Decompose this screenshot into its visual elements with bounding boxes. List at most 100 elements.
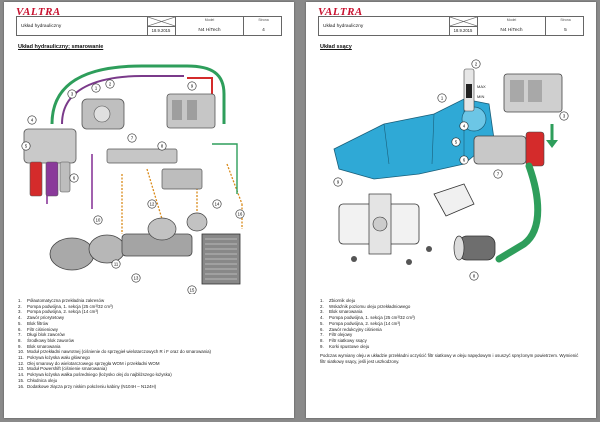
callout-marker: 11 [111,259,121,269]
brand-logo: VALTRA [16,6,61,18]
legend-item: 16.Dodatkowe złącza przy niskim położeni… [18,384,280,390]
callout-number: 14 [215,202,220,207]
legend-text: Filtr ciśnieniowy [27,326,58,332]
drain-plugs [351,246,432,265]
legend-number: 11. [18,355,24,361]
callout-marker: 6 [459,155,469,165]
legend-item: 7.Filtr olejowy [320,332,582,338]
pipe-green-2 [212,143,238,194]
page-header: Układ hydrauliczny 18.9.2015 Model N4 Hi… [318,16,584,36]
page-label: Strona [258,18,269,22]
suction-strainer [453,235,496,261]
callout-number: 7 [131,136,134,141]
page-number: 4 [262,28,265,33]
legend-item: 15.Chłodnica oleju [18,378,280,384]
legend-item: 12.Olej smarowy do wielotarczowego sprzę… [18,361,280,367]
callout-marker: 9 [187,81,197,91]
legend-text: Blok smarowania [27,343,61,349]
callout-marker: 2 [105,79,115,89]
gauge-max-label: MAX [477,84,486,89]
callout-number: 6 [463,158,466,163]
legend-number: 6. [320,326,324,332]
callout-number: 4 [31,118,34,123]
legend-text: Długi blok zaworów [27,332,65,338]
legend-item: 5.Pompa podwójna, 2. sekcja (14 cm³) [320,321,582,327]
legend-item: 7.Długi blok zaworów [18,332,280,338]
legend-text: Filtr siatkowy ssący [329,337,367,343]
legend-number: 1. [320,298,324,303]
header-title: Układ hydrauliczny [21,24,62,29]
callout-number: 9 [337,180,340,185]
legend-text: Pompa podwójna, 2. sekcja (14 cm³) [27,309,99,315]
legend-text: Dodatkowe złącza przy niskim położeniu k… [27,383,157,389]
callout-marker: 7 [127,133,137,143]
callout-number: 1 [95,86,98,91]
legend-item: 6. Filtr ciśnieniowy [18,327,280,333]
legend-text: Pompa podwójna, 1. sekcja (25 cm³/32 cm³… [329,315,415,321]
callout-marker: 1 [437,93,447,103]
callout-number: 5 [455,140,458,145]
legend-text: Pokrywa łożyska wału głównego [27,355,90,361]
section-title: Układ hydrauliczny; smarowanie [18,44,104,50]
long-valve-block [106,148,203,190]
oil-level-gauge: MAX MIN [463,68,486,112]
legend-number: 3. [18,309,22,315]
blank-box-icon [449,16,478,27]
legend-text: Olej smarowy do wielotarczowego sprzęgła… [27,360,160,366]
callout-marker: 5 [451,137,461,147]
pipe-purple [61,75,184,125]
header-title: Układ hydrauliczny [323,24,364,29]
legend-text: Zawór priorytetowy [27,315,65,321]
legend-item: 5.Blok filtrów [18,321,280,327]
rear-axle-housing [338,193,420,255]
legend-item: 1.Półautomatyczna przekładnia zakresów [18,298,280,304]
valve-block-top [166,93,216,129]
callout-marker: 16 [235,209,245,219]
callout-marker: 8 [469,271,479,281]
callout-number: 11 [114,262,119,267]
legend-item: 4. Pompa podwójna, 1. sekcja (25 cm³/32 c… [320,315,582,321]
legend-item: 9.Korki spustowe oleju [320,344,582,350]
legend-number: 4. [18,315,22,321]
pump-unit [81,98,125,130]
maintenance-note: Podczas wymiany oleju w układzie przekła… [320,353,579,364]
legend-number: 4. [320,315,324,321]
callout-number: 10 [96,218,101,223]
legend-text: Półautomatyczna przekładnia zakresów [27,298,105,303]
filter-block [23,128,77,197]
legend-number: 12. [18,360,25,366]
legend-item: 10.Moduł przekładni nawrotnej (ciśnienie… [18,349,280,355]
legend-item: 4. Zawór priorytetowy [18,315,280,321]
legend-text: Moduł przekładni nawrotnej (ciśnienie do… [27,349,211,355]
page-header: Układ hydrauliczny 18.9.2015 Model N4 Hi… [16,16,282,36]
callout-number: 16 [238,212,243,217]
callout-number: 7 [497,172,500,177]
legend-number: 8. [18,337,22,343]
legend-item: 8.Środkowy blok zaworów [18,338,280,344]
legend-text: Wskaźnik poziomu oleju przekładniowego [329,303,411,309]
callout-marker: 10 [93,215,103,225]
legend-number: 6. [18,326,22,332]
legend-number: 9. [320,343,324,349]
legend-number: 9. [18,343,22,349]
callout-marker: 5 [21,141,31,151]
legend-item: 9. Blok smarowania [18,344,280,350]
brand-logo: VALTRA [318,6,363,18]
legend-text: Pompa podwójna, 2. sekcja (14 cm³) [329,320,401,326]
legend-number: 3. [320,309,324,315]
callout-number: 9 [191,84,194,89]
oil-cooler [201,233,241,285]
legend-item: 2.Wskaźnik poziomu oleju przekładniowego [320,304,582,310]
callout-number: 8 [161,144,164,149]
blank-box-icon [147,16,176,27]
legend-item: 3. Blok smarowania [320,309,582,315]
legend-text: Blok smarowania [329,309,363,315]
callout-marker: 8 [157,141,167,151]
manual-page-left: VALTRA Układ hydrauliczny 18.9.2015 Mode… [4,2,294,418]
callout-marker: 2 [471,59,481,69]
legend-item: 2.Pompa podwójna, 1. sekcja (25 cm³/32 c… [18,304,280,310]
callout-marker: 1 [91,83,101,93]
manual-page-right: VALTRA Układ hydrauliczny 18.9.2015 Mode… [306,2,596,418]
